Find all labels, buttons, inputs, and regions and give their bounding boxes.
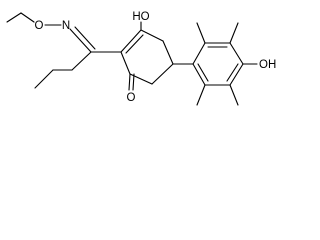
bond-propyl-3: [34, 69, 54, 89]
bond-aryl-3: [229, 42, 244, 65]
bond-ketone-a: [128, 73, 131, 91]
atom-label-ether-oxygen: O: [35, 20, 44, 32]
bond-propyl-1: [71, 51, 92, 71]
atom-label-ketone-oxygen: O: [127, 92, 136, 104]
bond-ring-c2-c3-a: [120, 29, 142, 53]
bond-nitrogen-double-carbon-b: [74, 26, 96, 50]
bond-aryl-6: [192, 63, 206, 86]
bond-aryl-4-inner: [226, 63, 239, 82]
chemical-structure: O N HO O OH: [6, 11, 276, 106]
bond-aryl-6-inner: [197, 63, 209, 82]
bond-methyl-bottom-left: [196, 84, 206, 106]
bond-ring-c2-c3-b: [125, 34, 144, 54]
bond-methyl-bottom-right: [229, 84, 239, 106]
bond-methyl-top-right: [229, 22, 239, 44]
bond-aryl-4: [229, 63, 244, 86]
bond-nitrogen-double-carbon-a: [69, 28, 92, 53]
bond-ethyl-to-oxygen: [20, 12, 35, 23]
atom-label-oxime-nitrogen: N: [62, 20, 70, 32]
bond-ring-c1-c2: [120, 51, 131, 75]
bond-ring-c5-c6: [151, 63, 174, 85]
bond-ring-c4-c5: [162, 40, 174, 65]
bond-aryl-1: [192, 42, 206, 65]
bond-ring-c3-c4: [140, 29, 164, 42]
bond-methyl-top-left: [196, 22, 206, 44]
bond-ketone-b: [132, 73, 135, 91]
bond-ethyl-terminal: [6, 12, 22, 23]
atom-label-phenol-hydroxyl: OH: [259, 59, 276, 71]
atom-label-enol-hydroxyl: HO: [132, 11, 149, 23]
